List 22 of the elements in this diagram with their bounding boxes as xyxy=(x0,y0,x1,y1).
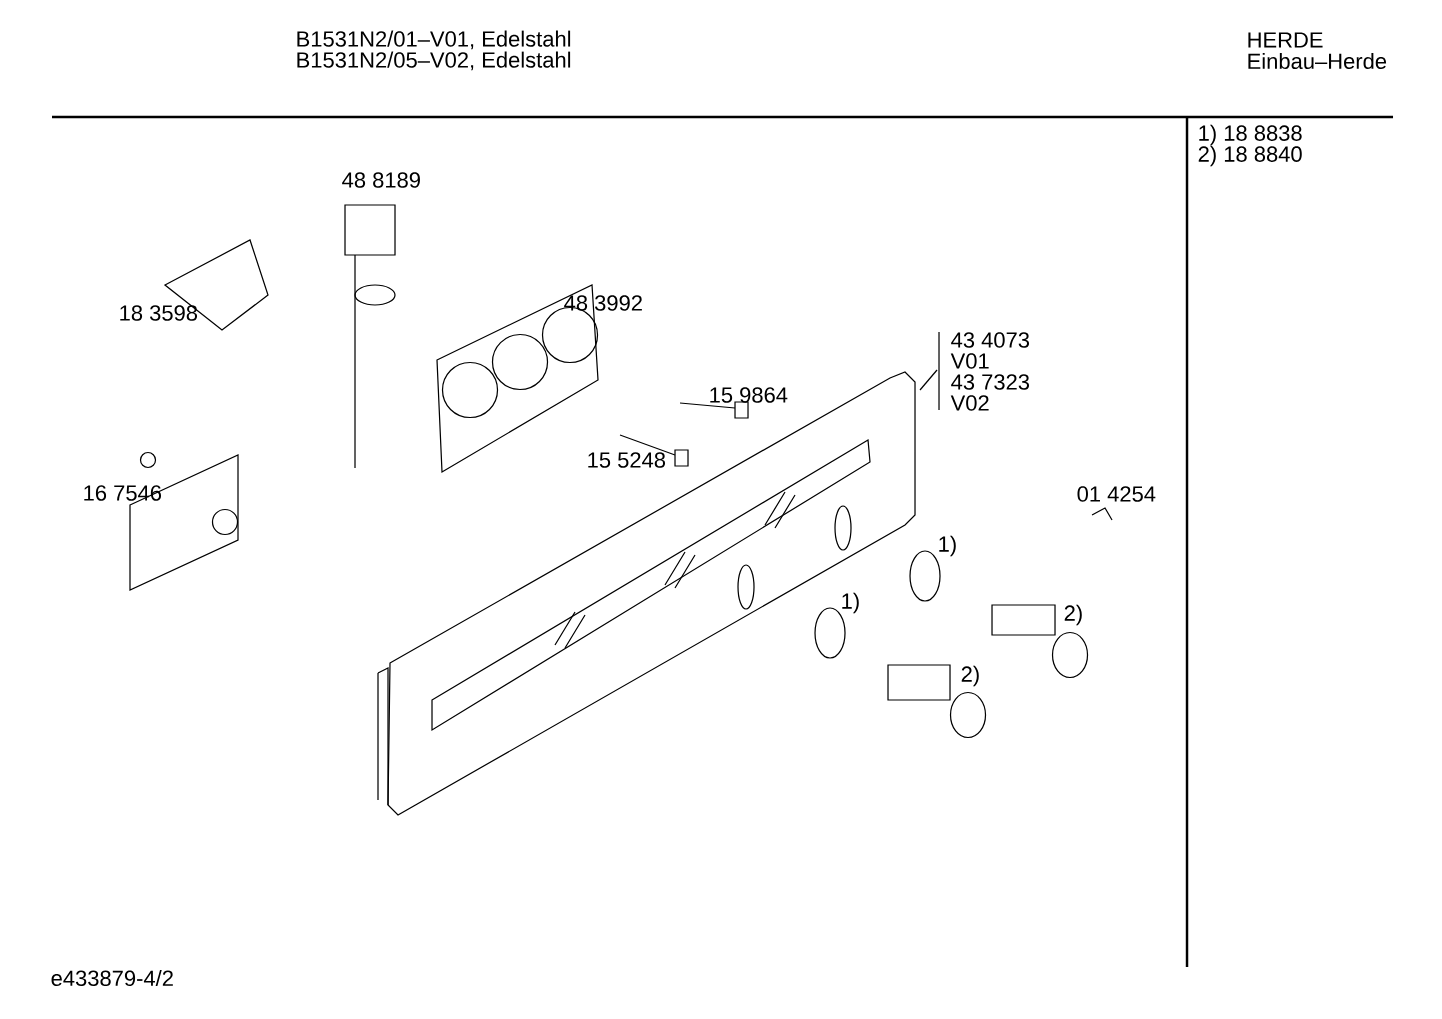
part-number: 2) xyxy=(961,665,979,687)
part-number: 2) 18 8840 xyxy=(1198,145,1302,167)
part-number: 2) xyxy=(1064,604,1082,626)
part-number: HERDE xyxy=(1248,32,1323,48)
part-number: B1531N2/05–V02, Edelstahl xyxy=(297,51,571,71)
part-number: 48 3992 xyxy=(564,295,642,311)
part-number: 43 4073 xyxy=(951,332,1029,348)
part-number: 16 7546 xyxy=(84,485,161,501)
part-number: 1) xyxy=(939,535,956,557)
part-number: V02 xyxy=(950,395,989,411)
part-number: e433879-4/2 xyxy=(51,969,173,987)
part-number: 1) 18 8838 xyxy=(1199,124,1302,146)
part-number: 18 3598 xyxy=(120,305,198,321)
part-number: 01 4254 xyxy=(1077,486,1156,502)
part-number: B1531N2/01–V01, Edelstahl xyxy=(297,30,571,50)
part-number: 1) xyxy=(842,592,859,614)
part-number: V01 xyxy=(950,353,989,369)
part-number: 43 7323 xyxy=(951,374,1029,390)
part-number: 48 8189 xyxy=(342,172,420,188)
part-number: 15 5248 xyxy=(588,452,666,468)
part-number: 15 9864 xyxy=(710,387,788,403)
part-number: Einbau–Herde xyxy=(1248,52,1387,70)
